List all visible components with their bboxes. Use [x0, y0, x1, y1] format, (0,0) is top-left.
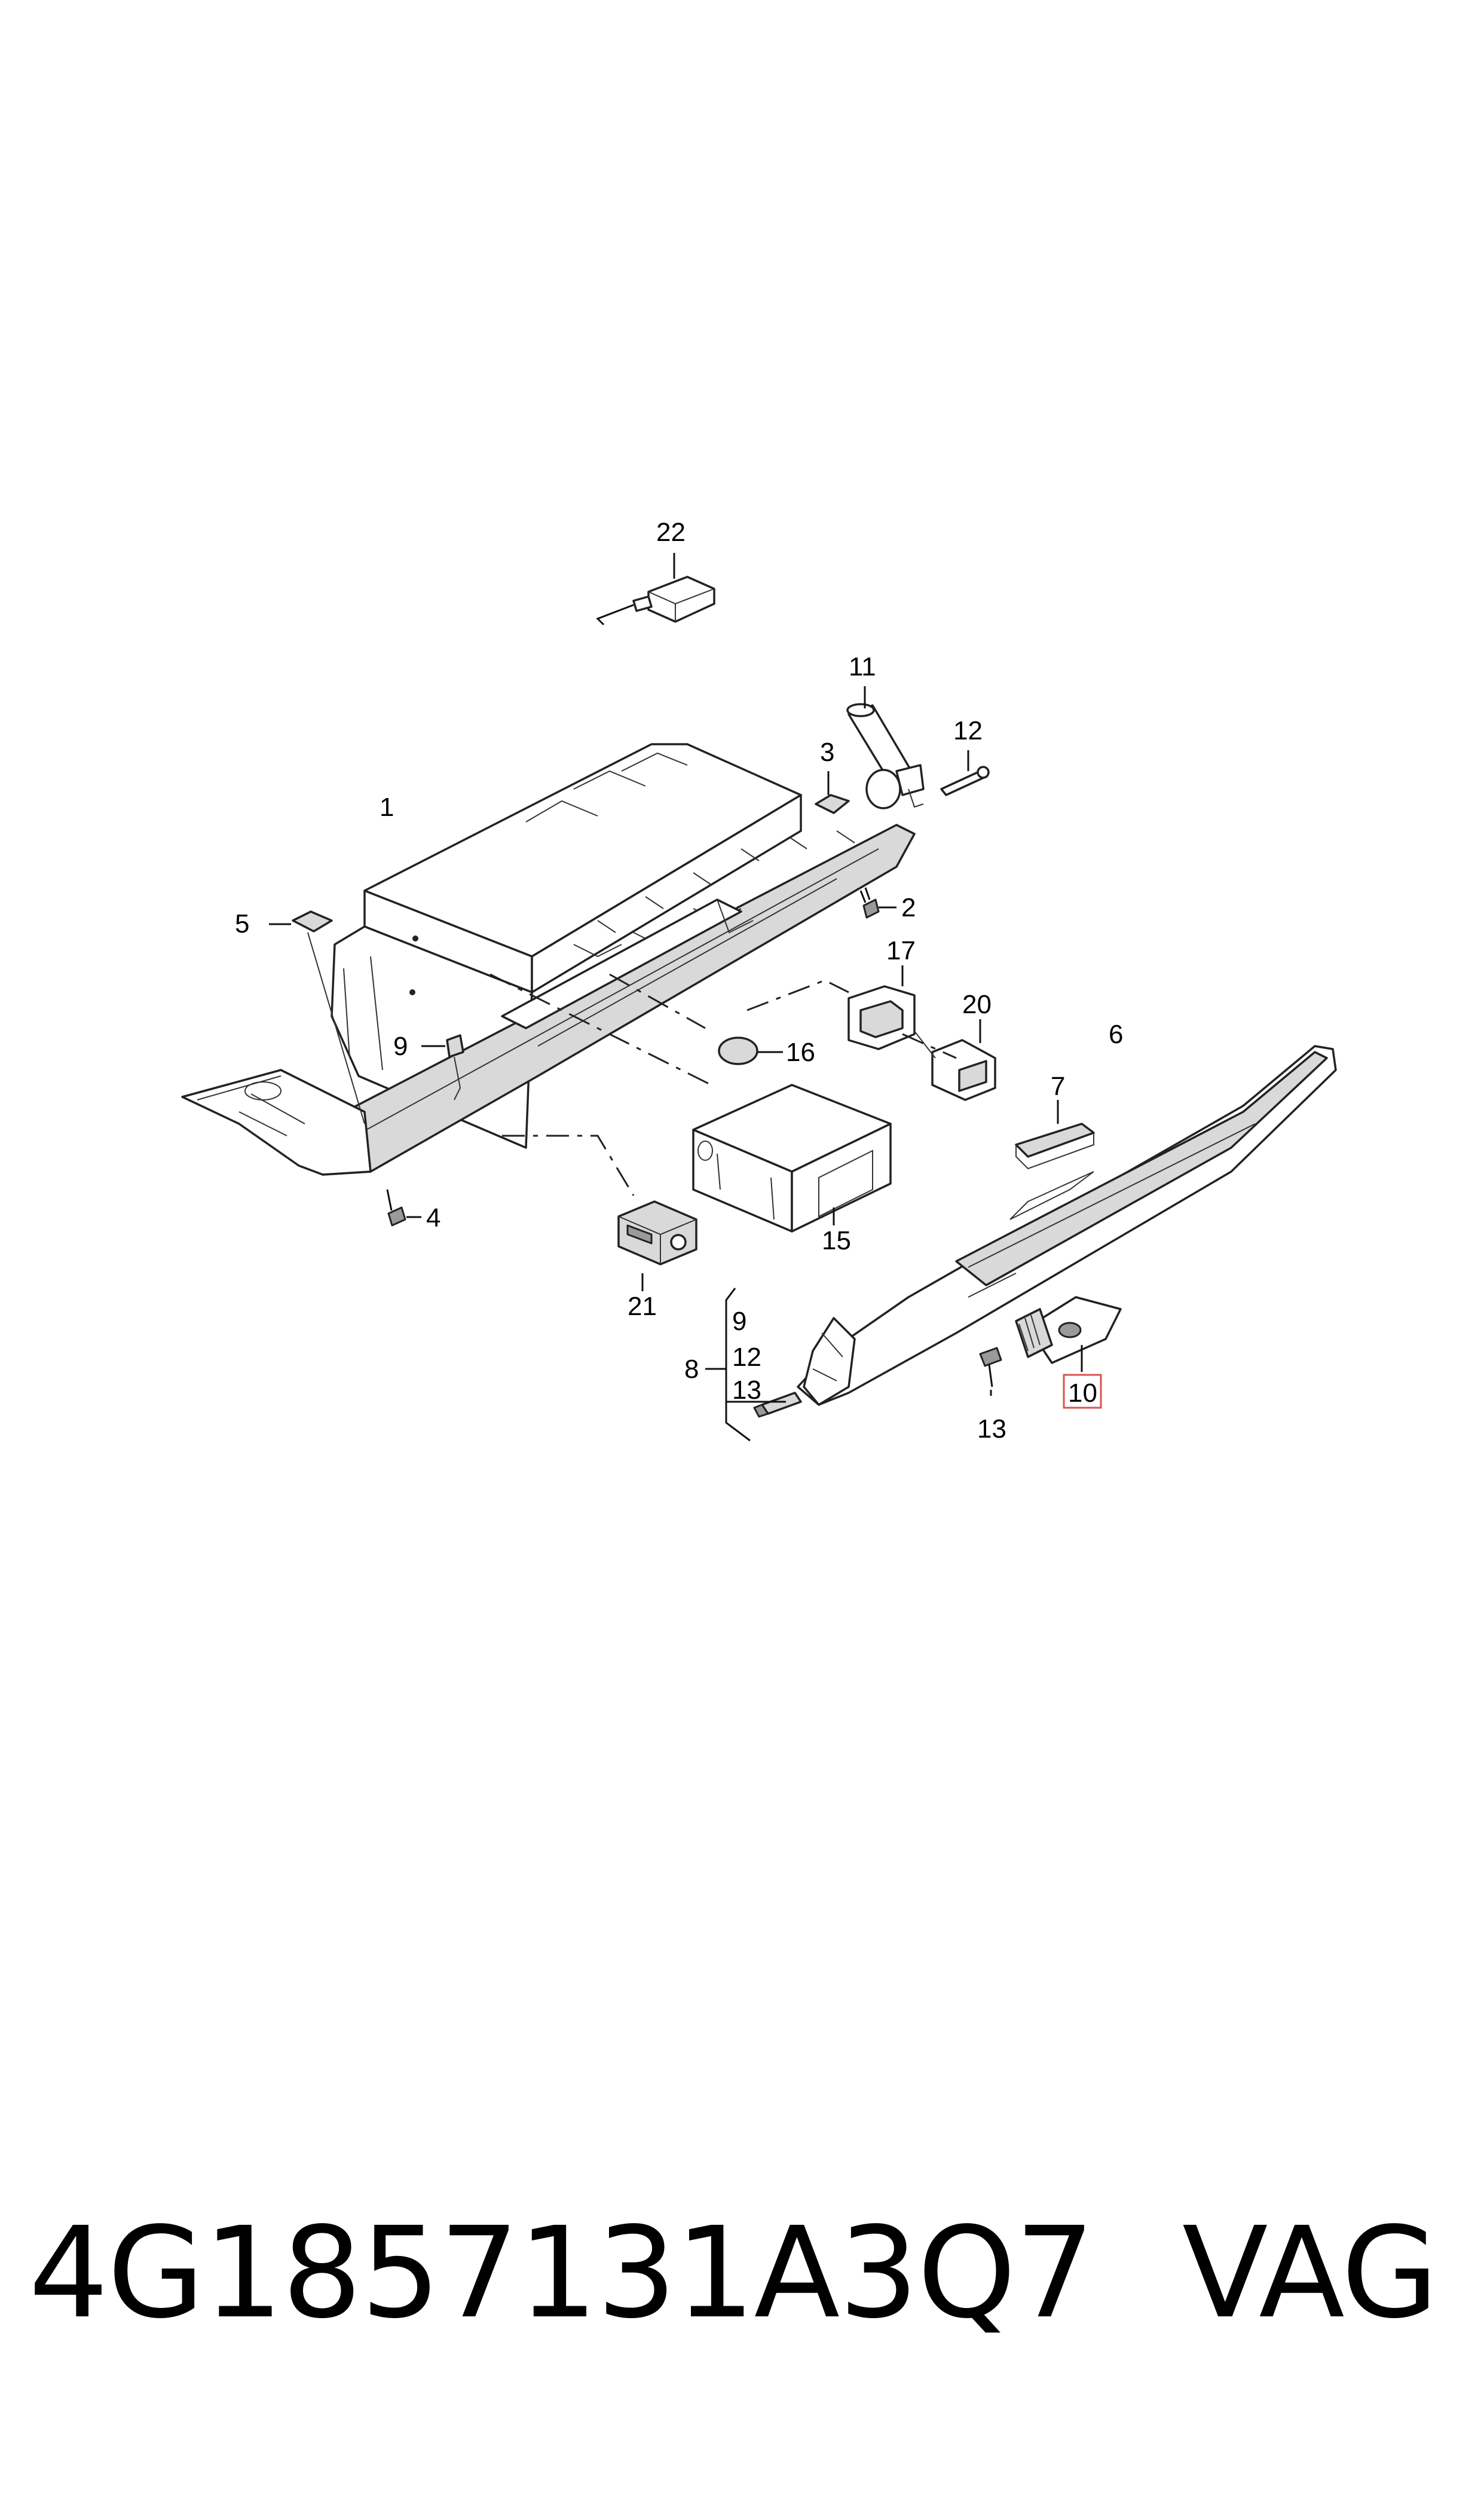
callout-5: 5 [235, 909, 249, 938]
callout-10-highlight-box [1063, 1374, 1102, 1409]
callout-9-left: 9 [393, 1032, 408, 1061]
part-15-tray [692, 1084, 892, 1233]
callout-9-right: 9 [732, 1307, 746, 1336]
part-21-connector [617, 1200, 697, 1291]
callout-6: 6 [1109, 1020, 1123, 1049]
callout-16: 16 [786, 1038, 815, 1067]
part-13-screw [979, 1347, 1002, 1396]
part-6-glovebox-door [797, 1045, 1337, 1406]
callout-7: 7 [1051, 1072, 1065, 1101]
part-4-screw [386, 1189, 421, 1227]
callout-13-right: 13 [977, 1414, 1006, 1444]
footer: 4G1857131A3Q7 VAG [29, 2200, 1463, 2355]
assembly-lines [489, 973, 957, 1196]
part-5-clip [269, 910, 365, 1124]
callout-15: 15 [822, 1226, 851, 1255]
callout-3: 3 [820, 738, 834, 767]
callout-11: 11 [849, 652, 876, 681]
part-8-pin-set [705, 1288, 802, 1442]
part-17-bracket [847, 965, 916, 1050]
callout-21: 21 [628, 1292, 657, 1321]
callout-22: 22 [656, 518, 686, 547]
part-20-switch [914, 1019, 996, 1101]
callout-4: 4 [426, 1203, 440, 1233]
part-2-screw [859, 887, 896, 919]
part-7-strip [1015, 1100, 1095, 1170]
part-number: 4G1857131A3Q7 [29, 2200, 1095, 2346]
part-16-plug [718, 1037, 783, 1065]
callout-2: 2 [901, 893, 916, 922]
part-22-sensor [596, 553, 715, 626]
callout-labels: 22 11 12 3 1 2 5 17 20 9 16 6 7 4 15 21 … [235, 518, 1123, 1444]
part-11-damper [846, 686, 925, 809]
callout-12-upper: 12 [953, 716, 983, 745]
callout-17: 17 [886, 936, 916, 965]
callout-12-lower: 12 [732, 1343, 761, 1372]
part-1-glovebox-housing [181, 743, 916, 1176]
part-3-clip [815, 771, 850, 814]
callout-20: 20 [962, 990, 992, 1019]
part-9-clip [421, 1034, 464, 1100]
callout-13-left: 13 [732, 1375, 761, 1405]
callout-1: 1 [380, 793, 394, 822]
callout-8: 8 [684, 1355, 699, 1384]
part-12-pin-upper [940, 750, 990, 796]
part-10-lock-handle [1015, 1296, 1122, 1372]
callout-10: 10 [1068, 1378, 1097, 1408]
brand: VAG [1182, 2200, 1439, 2346]
